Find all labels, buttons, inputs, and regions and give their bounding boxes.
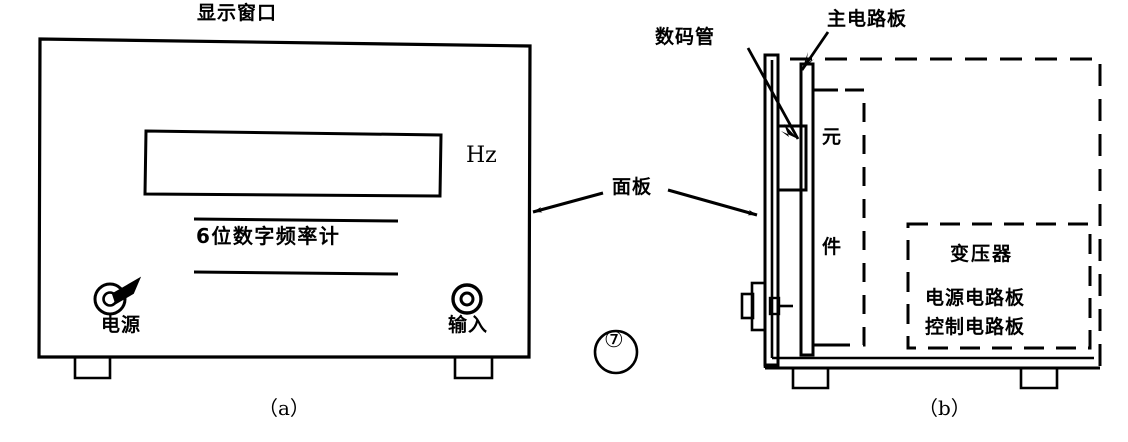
main-board-leader bbox=[800, 31, 830, 71]
panel-plate-side bbox=[763, 53, 780, 367]
caption-b: （b） bbox=[918, 396, 971, 420]
front-panel-outline bbox=[37, 37, 532, 359]
unit-label-hz: Hz bbox=[466, 143, 497, 168]
caption-a: （a） bbox=[258, 396, 310, 420]
transformer-box bbox=[906, 222, 1092, 350]
bnc-jack-icon[interactable] bbox=[451, 283, 483, 315]
input-jack-label: 输入 bbox=[448, 314, 489, 336]
side-connector bbox=[740, 281, 793, 332]
control-board-label: 控制电路板 bbox=[925, 316, 1026, 338]
power-board-label: 电源电路板 bbox=[925, 287, 1026, 309]
display-window-rect bbox=[143, 129, 443, 198]
components-bracket bbox=[813, 88, 866, 347]
model-label-rules bbox=[193, 217, 399, 276]
model-name-label: 6位数字频率计 bbox=[196, 224, 341, 248]
components-label-char-2: 件 bbox=[822, 236, 842, 258]
side-view-feet bbox=[791, 368, 1059, 390]
figure-number-circle bbox=[593, 329, 639, 375]
transformer-label: 变压器 bbox=[950, 243, 1014, 265]
power-switch-label: 电源 bbox=[101, 314, 142, 336]
digit-tube-block bbox=[779, 124, 808, 192]
digit-tube-leader bbox=[746, 47, 800, 140]
rotary-knob-icon[interactable] bbox=[93, 276, 142, 316]
panel-leader-front bbox=[532, 191, 604, 214]
front-panel-feet bbox=[73, 357, 494, 380]
figure-number-label: ⑦ bbox=[604, 328, 624, 353]
main-board-plate bbox=[799, 62, 815, 357]
main-board-label: 主电路板 bbox=[827, 8, 908, 30]
panel-leader-side bbox=[667, 188, 758, 217]
digit-tube-label: 数码管 bbox=[655, 26, 716, 48]
components-label-char-1: 元 bbox=[822, 126, 842, 148]
panel-label: 面板 bbox=[612, 176, 653, 198]
display-window-label: 显示窗口 bbox=[197, 2, 278, 24]
